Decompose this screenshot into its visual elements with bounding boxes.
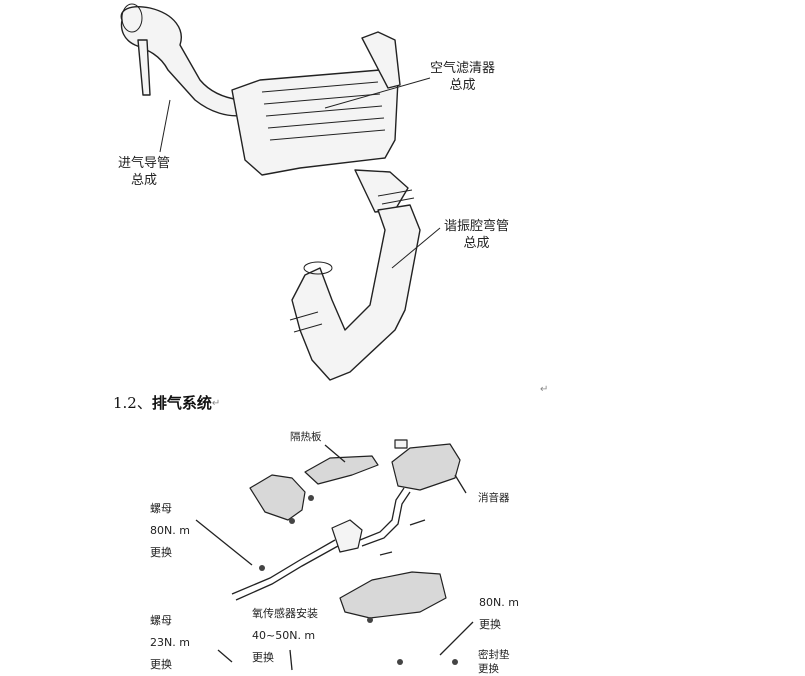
upper-heat-shield <box>304 455 379 485</box>
intake-duct-snorkel <box>137 39 151 96</box>
intake-duct-label: 进气导管总成 <box>118 156 171 188</box>
section-title: 排气系统 <box>151 394 212 412</box>
resonator-box <box>331 519 363 553</box>
air-filter-bracket <box>361 31 401 89</box>
lower-heat-shield <box>339 571 447 619</box>
exhaust-pipe <box>231 539 336 595</box>
resonator-label: 谐振腔弯管总成 <box>444 219 510 251</box>
section-number: 1.2、 <box>113 394 152 412</box>
gasket-label: 密封垫更换 <box>478 649 510 675</box>
intake-system-diagram <box>120 3 441 381</box>
section-heading: 1.2、排气系统↵ <box>113 392 220 413</box>
paragraph-mark: ↵ <box>540 384 549 395</box>
front-heat-shield <box>249 474 306 521</box>
heat-shield-label: 隔热板 <box>290 431 322 443</box>
gasket-part <box>394 439 408 449</box>
muffler-body <box>391 443 461 491</box>
air-filter-label: 空气滤清器总成 <box>430 61 496 93</box>
heading-paragraph-mark: ↵ <box>211 398 221 409</box>
muffler-label: 消音器 <box>478 492 510 504</box>
